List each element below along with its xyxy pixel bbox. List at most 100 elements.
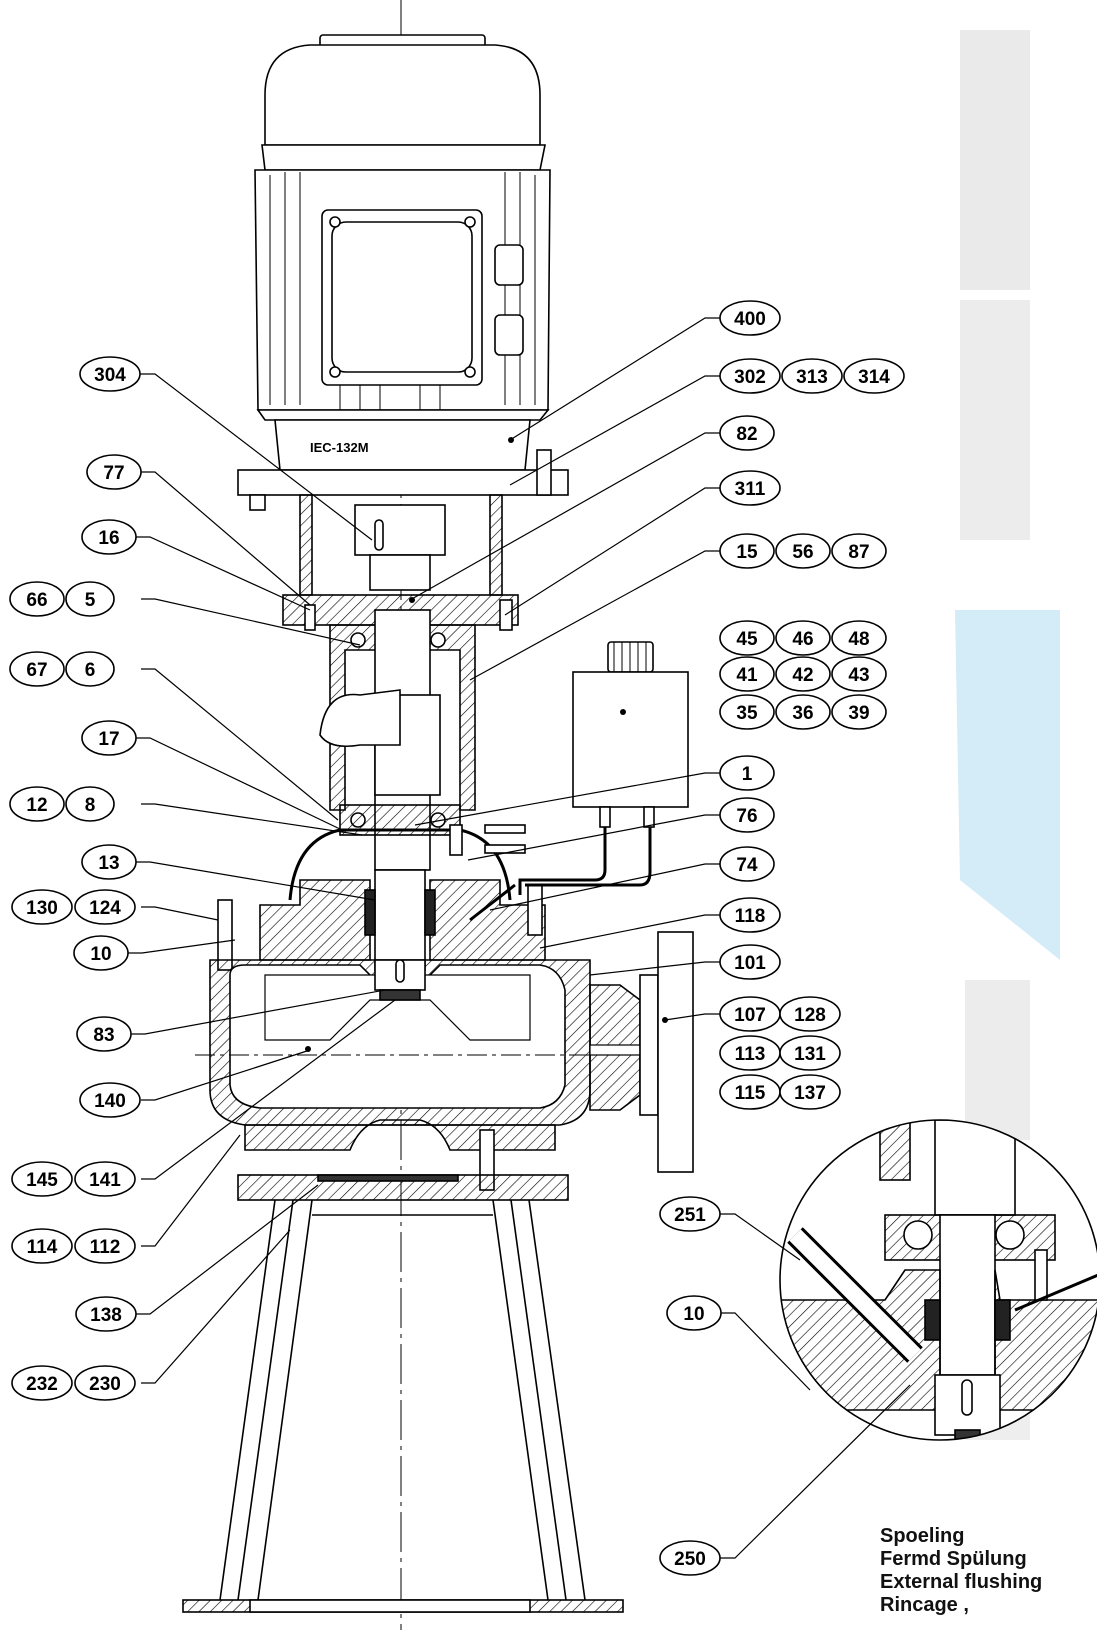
callout-83: 83 xyxy=(76,1016,132,1052)
callout-107-128: 107 128 xyxy=(719,996,841,1032)
callout-250: 250 xyxy=(659,1540,721,1576)
svg-text:250: 250 xyxy=(674,1549,706,1570)
callout-10: 10 xyxy=(73,935,129,971)
svg-text:230: 230 xyxy=(89,1374,121,1395)
callout-15-56-87: 15 56 87 xyxy=(719,533,887,569)
caption-line: Spoeling xyxy=(880,1525,965,1547)
svg-text:35: 35 xyxy=(736,703,758,724)
svg-text:39: 39 xyxy=(848,703,869,724)
support-frame xyxy=(182,1199,624,1613)
svg-text:82: 82 xyxy=(736,424,757,445)
callout-12-8: 12 8 xyxy=(9,786,115,822)
caption-line: Rincage , xyxy=(880,1594,969,1616)
svg-text:13: 13 xyxy=(98,853,119,874)
svg-text:124: 124 xyxy=(89,898,121,919)
flushing-caption: Spoeling Fermd Spülung External flushing… xyxy=(880,1525,1042,1617)
callout-118: 118 xyxy=(719,897,781,933)
callout-400: 400 xyxy=(719,300,781,336)
svg-text:114: 114 xyxy=(27,1237,58,1258)
svg-text:66: 66 xyxy=(26,590,47,611)
svg-text:48: 48 xyxy=(848,629,869,650)
svg-text:145: 145 xyxy=(26,1170,58,1191)
svg-text:8: 8 xyxy=(85,795,96,816)
caption-line: Fermd Spülung xyxy=(880,1548,1027,1570)
svg-text:130: 130 xyxy=(26,898,58,919)
svg-text:400: 400 xyxy=(734,309,766,330)
callout-302-313-314: 302 313 314 xyxy=(719,358,905,394)
svg-text:311: 311 xyxy=(735,479,766,500)
svg-text:5: 5 xyxy=(85,590,96,611)
callout-76: 76 xyxy=(719,797,775,833)
callout-82: 82 xyxy=(719,415,775,451)
svg-text:56: 56 xyxy=(792,542,813,563)
svg-text:76: 76 xyxy=(736,806,757,827)
svg-text:46: 46 xyxy=(792,629,813,650)
svg-text:232: 232 xyxy=(26,1374,58,1395)
svg-text:141: 141 xyxy=(89,1170,121,1191)
leader-lines xyxy=(128,317,911,1559)
callout-1: 1 xyxy=(719,755,775,791)
callout-138: 138 xyxy=(75,1296,137,1332)
svg-text:16: 16 xyxy=(98,528,119,549)
callout-130-124: 130 124 xyxy=(11,889,136,925)
svg-text:83: 83 xyxy=(93,1025,114,1046)
caption-line: External flushing xyxy=(880,1571,1043,1593)
svg-text:77: 77 xyxy=(103,463,124,484)
callout-101: 101 xyxy=(719,944,781,980)
svg-text:42: 42 xyxy=(792,665,813,686)
callout-13: 13 xyxy=(81,844,137,880)
flush-unit xyxy=(469,641,689,922)
callout-74: 74 xyxy=(719,846,775,882)
svg-text:314: 314 xyxy=(858,367,890,388)
svg-text:10: 10 xyxy=(683,1304,704,1325)
svg-text:45: 45 xyxy=(736,629,758,650)
callout-77: 77 xyxy=(86,454,142,490)
leader-dot xyxy=(620,709,626,715)
callout-16: 16 xyxy=(81,519,137,555)
svg-text:1: 1 xyxy=(742,764,753,785)
callout-66-5: 66 5 xyxy=(9,581,115,617)
svg-text:128: 128 xyxy=(794,1005,826,1026)
pump-body xyxy=(209,494,694,1201)
svg-text:74: 74 xyxy=(736,855,758,876)
svg-text:36: 36 xyxy=(792,703,813,724)
svg-text:140: 140 xyxy=(94,1091,126,1112)
callout-67-6: 67 6 xyxy=(9,651,115,687)
svg-text:107: 107 xyxy=(734,1005,766,1026)
flushing-detail xyxy=(779,1119,1097,1441)
callout-232-230: 232 230 xyxy=(11,1365,136,1401)
motor-label: IEC-132M xyxy=(310,440,369,455)
svg-text:87: 87 xyxy=(848,542,869,563)
callout-145-141: 145 141 xyxy=(11,1161,136,1197)
callout-251: 251 xyxy=(659,1196,721,1232)
svg-text:118: 118 xyxy=(735,906,766,927)
callout-35-36-39: 35 36 39 xyxy=(719,694,887,730)
callout-304: 304 xyxy=(79,356,141,392)
svg-text:113: 113 xyxy=(735,1044,766,1065)
svg-text:112: 112 xyxy=(90,1237,121,1258)
svg-text:6: 6 xyxy=(85,660,96,681)
svg-text:17: 17 xyxy=(98,729,119,750)
leader-dot xyxy=(508,437,514,443)
svg-text:304: 304 xyxy=(94,365,126,386)
svg-text:12: 12 xyxy=(26,795,47,816)
callout-17: 17 xyxy=(81,720,137,756)
svg-text:10: 10 xyxy=(90,944,111,965)
svg-text:138: 138 xyxy=(90,1305,122,1326)
svg-text:15: 15 xyxy=(736,542,758,563)
callout-114-112: 114 112 xyxy=(11,1228,136,1264)
svg-text:251: 251 xyxy=(674,1205,706,1226)
callout-10-detail: 10 xyxy=(666,1295,722,1331)
leader-dot xyxy=(662,1017,668,1023)
leader-dot xyxy=(409,597,415,603)
svg-text:313: 313 xyxy=(796,367,828,388)
svg-text:67: 67 xyxy=(26,660,47,681)
callout-311: 311 xyxy=(719,470,781,506)
svg-text:302: 302 xyxy=(734,367,766,388)
callout-140: 140 xyxy=(79,1082,141,1118)
